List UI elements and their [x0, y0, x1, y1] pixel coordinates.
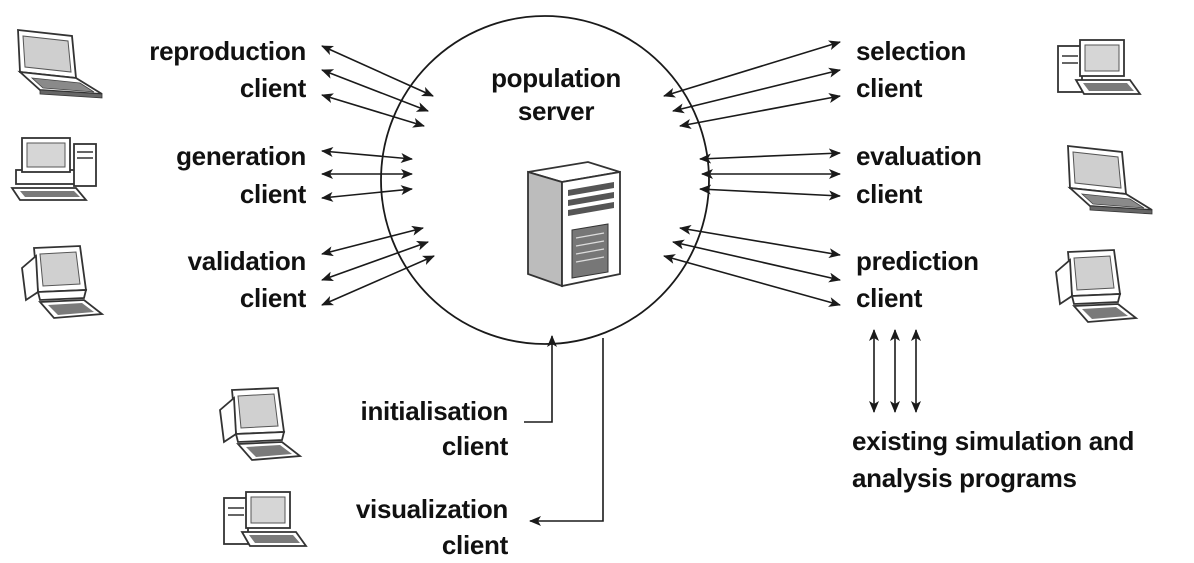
prediction-label-line2: client: [856, 283, 923, 313]
selection-desktop-icon: [1057, 39, 1141, 95]
visualization-desktop-icon: [223, 491, 307, 547]
selection-arrows: [663, 40, 841, 129]
evaluation-arrows: [699, 148, 841, 201]
generation-label-line1: generation: [176, 141, 306, 171]
initialisation-desktop-icon: [219, 387, 301, 461]
validation-desktop-icon: [21, 245, 103, 319]
validation-label-line2: client: [240, 283, 307, 313]
prediction-label-line1: prediction: [856, 246, 979, 276]
reproduction-label-line1: reproduction: [149, 36, 306, 66]
evaluation-laptop-icon: [1067, 145, 1153, 215]
external-label-line2: analysis programs: [852, 463, 1077, 493]
initialisation-label-line1: initialisation: [361, 396, 508, 426]
reproduction-label-line2: client: [240, 73, 307, 103]
reproduction-arrows: [321, 45, 434, 128]
initialisation-label-line2: client: [442, 431, 509, 461]
validation-label-line1: validation: [188, 246, 306, 276]
prediction-arrows: [663, 224, 841, 307]
prediction-desktop-icon: [1055, 249, 1137, 323]
evaluation-label-line2: client: [856, 179, 923, 209]
selection-label-line2: client: [856, 73, 923, 103]
external-programs-arrows: [869, 329, 921, 413]
server-label-line2: server: [518, 96, 594, 126]
selection-label-line1: selection: [856, 36, 966, 66]
reproduction-laptop-icon: [17, 29, 103, 99]
visualization-label-line2: client: [442, 530, 509, 560]
generation-label-line2: client: [240, 179, 307, 209]
generation-desktop-icon: [11, 137, 97, 201]
evaluation-label-line1: evaluation: [856, 141, 982, 171]
generation-arrows: [321, 146, 413, 202]
server-label-line1: population: [491, 63, 621, 93]
external-label-line1: existing simulation and: [852, 426, 1134, 456]
server-tower-icon: [527, 161, 621, 288]
validation-arrows: [321, 225, 435, 306]
initialisation-arrow: [524, 335, 557, 423]
visualization-arrow: [529, 338, 604, 526]
visualization-label-line1: visualization: [356, 494, 508, 524]
